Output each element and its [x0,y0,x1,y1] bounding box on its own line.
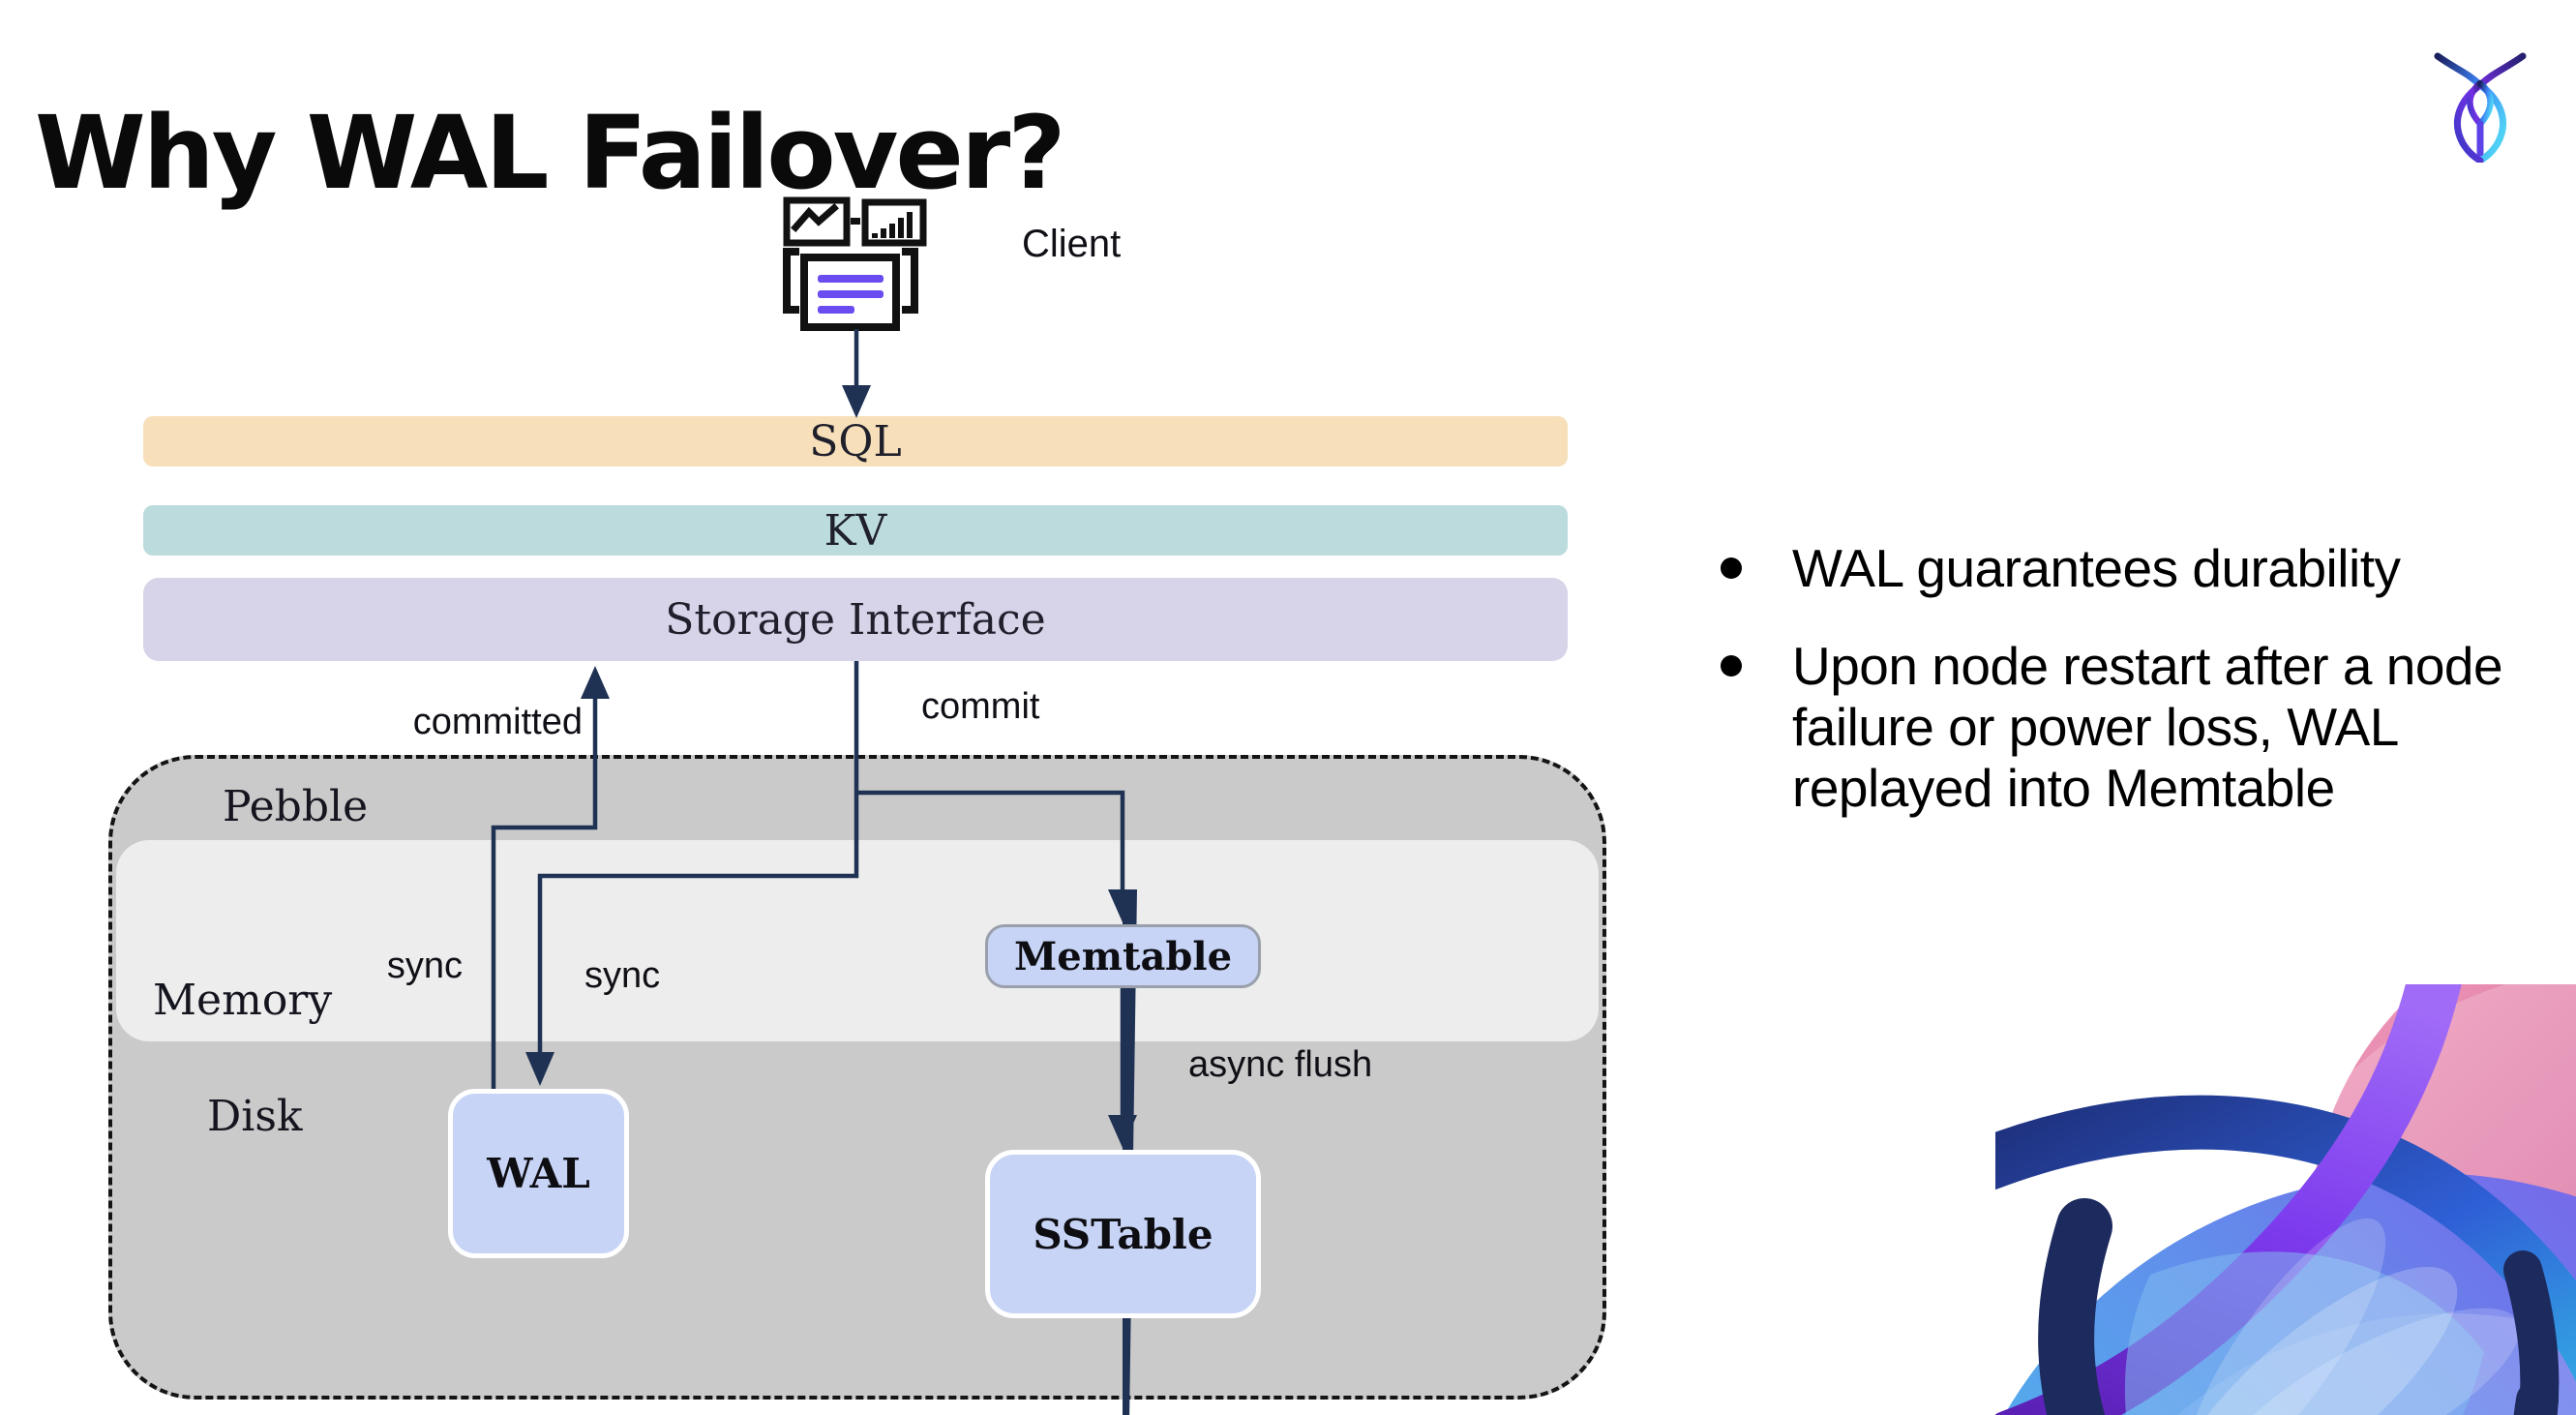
memory-label: Memory [153,976,333,1025]
bullet-text: WAL guarantees durability [1792,538,2401,598]
wal-node: WAL [448,1089,629,1258]
async-flush-edge-label: async flush [1188,1044,1373,1085]
bullet-text: Upon node restart after a node failure o… [1792,636,2503,818]
layer-label-storage-interface: Storage Interface [665,594,1046,645]
disk-label: Disk [207,1092,303,1141]
layer-bar-kv: KV [143,505,1568,556]
cockroachdb-logo-icon [2434,52,2527,163]
page-title: Why WAL Failover? [35,93,1066,212]
brand-decoration-art [1995,984,2576,1415]
wal-label: WAL [487,1150,590,1197]
pebble-label: Pebble [223,782,369,831]
layer-label-kv: KV [824,505,887,556]
committed-edge-label: committed [412,702,583,742]
client-label: Client [1022,223,1122,265]
sstable-label: SSTable [1033,1210,1213,1258]
bullet-dot-icon [1721,557,1742,579]
layer-label-sql: SQL [809,416,902,467]
memtable-label: Memtable [1013,933,1233,979]
memory-band [116,840,1599,1041]
layer-bar-sql: SQL [143,416,1568,467]
memtable-node: Memtable [985,924,1261,988]
list-item: Upon node restart after a node failure o… [1721,636,2572,819]
client-dashboard-icon [783,196,927,331]
list-item: WAL guarantees durability [1721,538,2572,599]
bullet-dot-icon [1721,655,1742,677]
commit-edge-label: commit [921,686,1040,727]
sync-right-edge-label: sync [584,955,661,996]
sstable-node: SSTable [985,1150,1261,1318]
sync-left-edge-label: sync [386,946,463,986]
bullet-list: WAL guarantees durability Upon node rest… [1721,538,2572,856]
layer-bar-storage-interface: Storage Interface [143,578,1568,661]
